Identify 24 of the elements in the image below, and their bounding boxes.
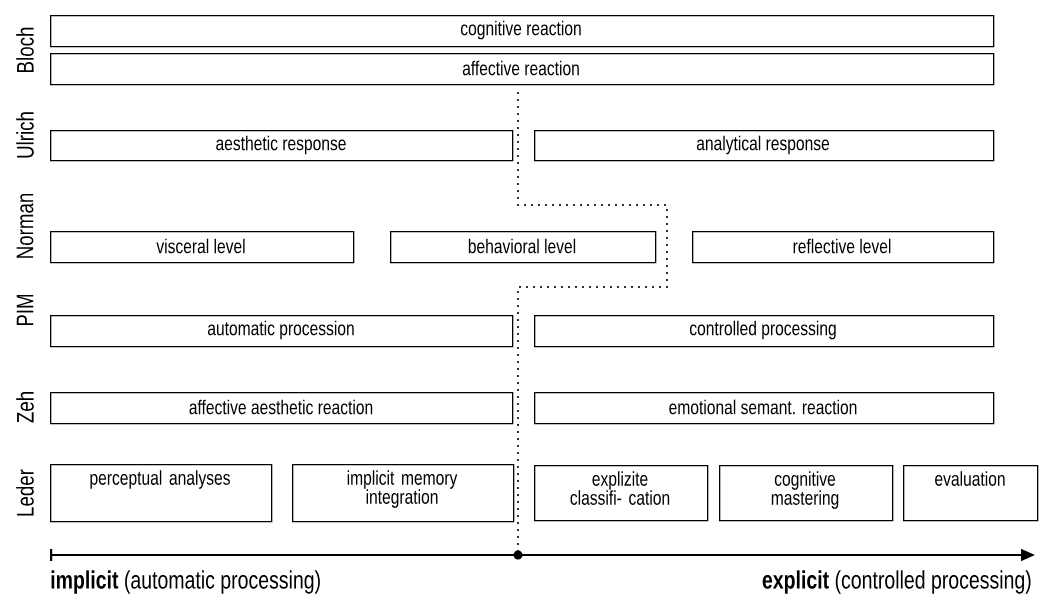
text-box: controlled processing <box>534 315 995 348</box>
axis-label: implicit (automatic processing) <box>51 570 320 594</box>
text-box: cognitive reaction <box>50 15 995 48</box>
row-label: Norman <box>16 193 34 258</box>
axis-label: explicit (controlled processing) <box>762 570 1031 594</box>
text-box: explizite classifi- cation <box>534 465 709 522</box>
row-label: Bloch <box>16 27 34 72</box>
text-box: affective reaction <box>50 53 995 86</box>
text-box: affective aesthetic reaction <box>50 392 514 425</box>
text-box: implicit memory integration <box>292 464 515 523</box>
text-box: emotional semant. reaction <box>534 392 995 425</box>
row-label: Leder <box>16 469 34 516</box>
text-box: visceral level <box>50 231 355 264</box>
text-box: aesthetic response <box>50 130 514 162</box>
row-label: Ulrich <box>16 112 34 158</box>
text-box: evaluation <box>903 465 1039 522</box>
text-box: analytical response <box>534 130 995 162</box>
text-box: behavioral level <box>390 231 657 264</box>
text-box: reflective level <box>692 231 995 264</box>
row-label: Zeh <box>16 392 34 423</box>
text-box: automatic procession <box>50 315 514 348</box>
text-box: cognitive mastering <box>719 465 894 522</box>
row-label: PIM <box>16 294 34 326</box>
text-box: perceptual analyses <box>50 464 273 523</box>
